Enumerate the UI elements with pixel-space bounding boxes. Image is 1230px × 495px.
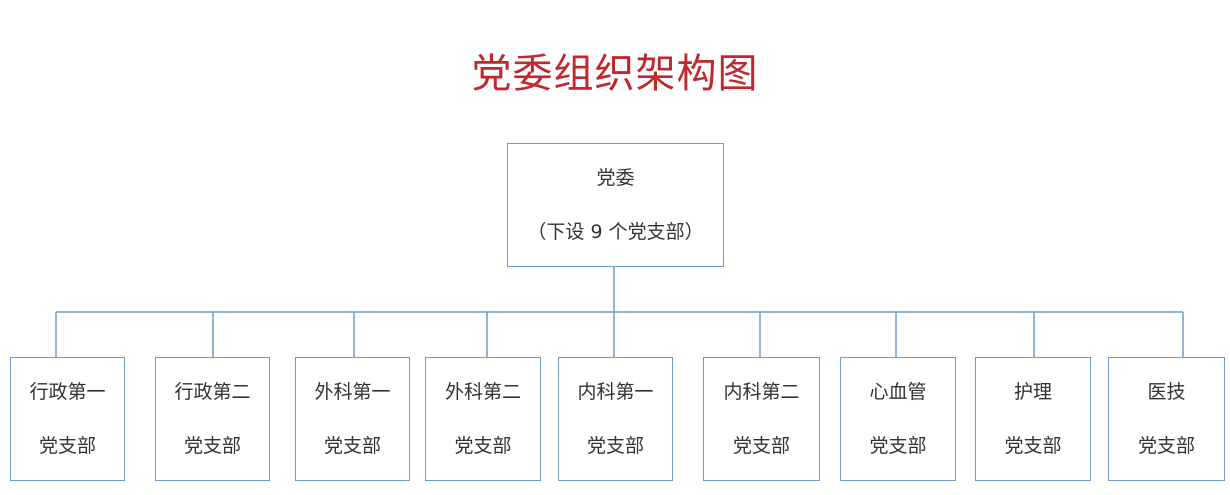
branch-node-medical-technology: 医技 党支部 (1108, 357, 1225, 481)
branch-node-sublabel: 党支部 (869, 435, 927, 457)
branch-node-sublabel: 党支部 (1137, 435, 1195, 457)
branch-node-sublabel: 党支部 (586, 435, 644, 457)
branch-node-cardiovascular: 心血管 党支部 (840, 357, 956, 481)
root-node-sublabel: （下设 9 个党支部） (527, 221, 704, 243)
branch-node-label: 内科第一 (577, 381, 654, 403)
branch-node-sublabel: 党支部 (732, 435, 790, 457)
branch-node-surgery-2: 外科第二 党支部 (425, 357, 541, 481)
branch-node-label: 医技 (1147, 381, 1186, 403)
branch-node-internal-medicine-2: 内科第二 党支部 (703, 357, 820, 481)
branch-node-label: 行政第二 (174, 381, 251, 403)
branch-node-label: 行政第一 (29, 381, 106, 403)
branch-node-surgery-1: 外科第一 党支部 (295, 357, 410, 481)
branch-node-label: 内科第二 (723, 381, 800, 403)
root-node-party-committee: 党委 （下设 9 个党支部） (507, 143, 724, 267)
root-node-label: 党委 (596, 167, 635, 189)
branch-node-label: 外科第二 (444, 381, 521, 403)
branch-node-sublabel: 党支部 (38, 435, 96, 457)
branch-node-admin-2: 行政第二 党支部 (155, 357, 270, 481)
diagram-title: 党委组织架构图 (471, 51, 759, 97)
branch-node-label: 外科第一 (314, 381, 391, 403)
branch-node-label: 护理 (1013, 381, 1052, 403)
branch-node-sublabel: 党支部 (1004, 435, 1062, 457)
branch-node-admin-1: 行政第一 党支部 (10, 357, 125, 481)
branch-node-sublabel: 党支部 (183, 435, 241, 457)
branch-node-sublabel: 党支部 (323, 435, 381, 457)
branch-node-sublabel: 党支部 (454, 435, 512, 457)
branch-node-internal-medicine-1: 内科第一 党支部 (558, 357, 673, 481)
branch-node-label: 心血管 (869, 381, 927, 403)
branch-node-nursing: 护理 党支部 (975, 357, 1091, 481)
